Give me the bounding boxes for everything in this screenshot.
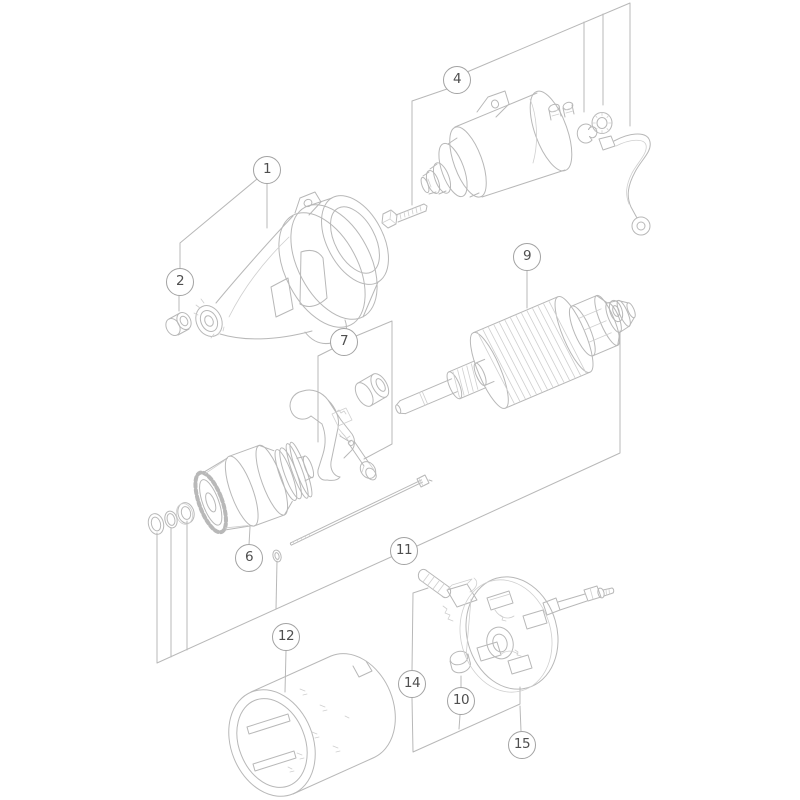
part-lever-kit xyxy=(289,373,390,481)
callout-10: 10 xyxy=(447,687,475,715)
callout-2: 2 xyxy=(166,268,194,296)
part-armature xyxy=(395,294,636,415)
callout-14: 14 xyxy=(398,670,426,698)
part-battery-cable xyxy=(598,133,651,236)
callout-1: 1 xyxy=(253,156,281,184)
part-solenoid xyxy=(420,90,575,198)
callout-7: 7 xyxy=(330,328,358,356)
part-c-washer xyxy=(576,123,598,144)
callout-4: 4 xyxy=(443,66,471,94)
part-brush-spring-set xyxy=(417,568,478,622)
part-drive-pinion xyxy=(193,441,315,535)
part-o-ring xyxy=(272,549,282,563)
part-tie-rod xyxy=(289,474,433,546)
part-bushing xyxy=(165,311,192,337)
callout-15: 15 xyxy=(508,731,536,759)
part-retainer-rings xyxy=(147,502,195,535)
part-thrust-washer xyxy=(608,299,624,323)
callout-9: 9 xyxy=(513,243,541,271)
part-yoke-housing xyxy=(228,653,396,797)
callout-12: 12 xyxy=(272,623,300,651)
leader-lines xyxy=(156,2,631,753)
callout-6: 6 xyxy=(235,544,263,572)
part-carbon-brush xyxy=(449,650,471,674)
part-solenoid-bolt xyxy=(381,203,428,229)
callout-11: 11 xyxy=(390,537,418,565)
part-brush-holder xyxy=(459,576,615,693)
part-terminal-nut xyxy=(591,112,613,134)
part-drive-end-housing xyxy=(193,191,389,344)
